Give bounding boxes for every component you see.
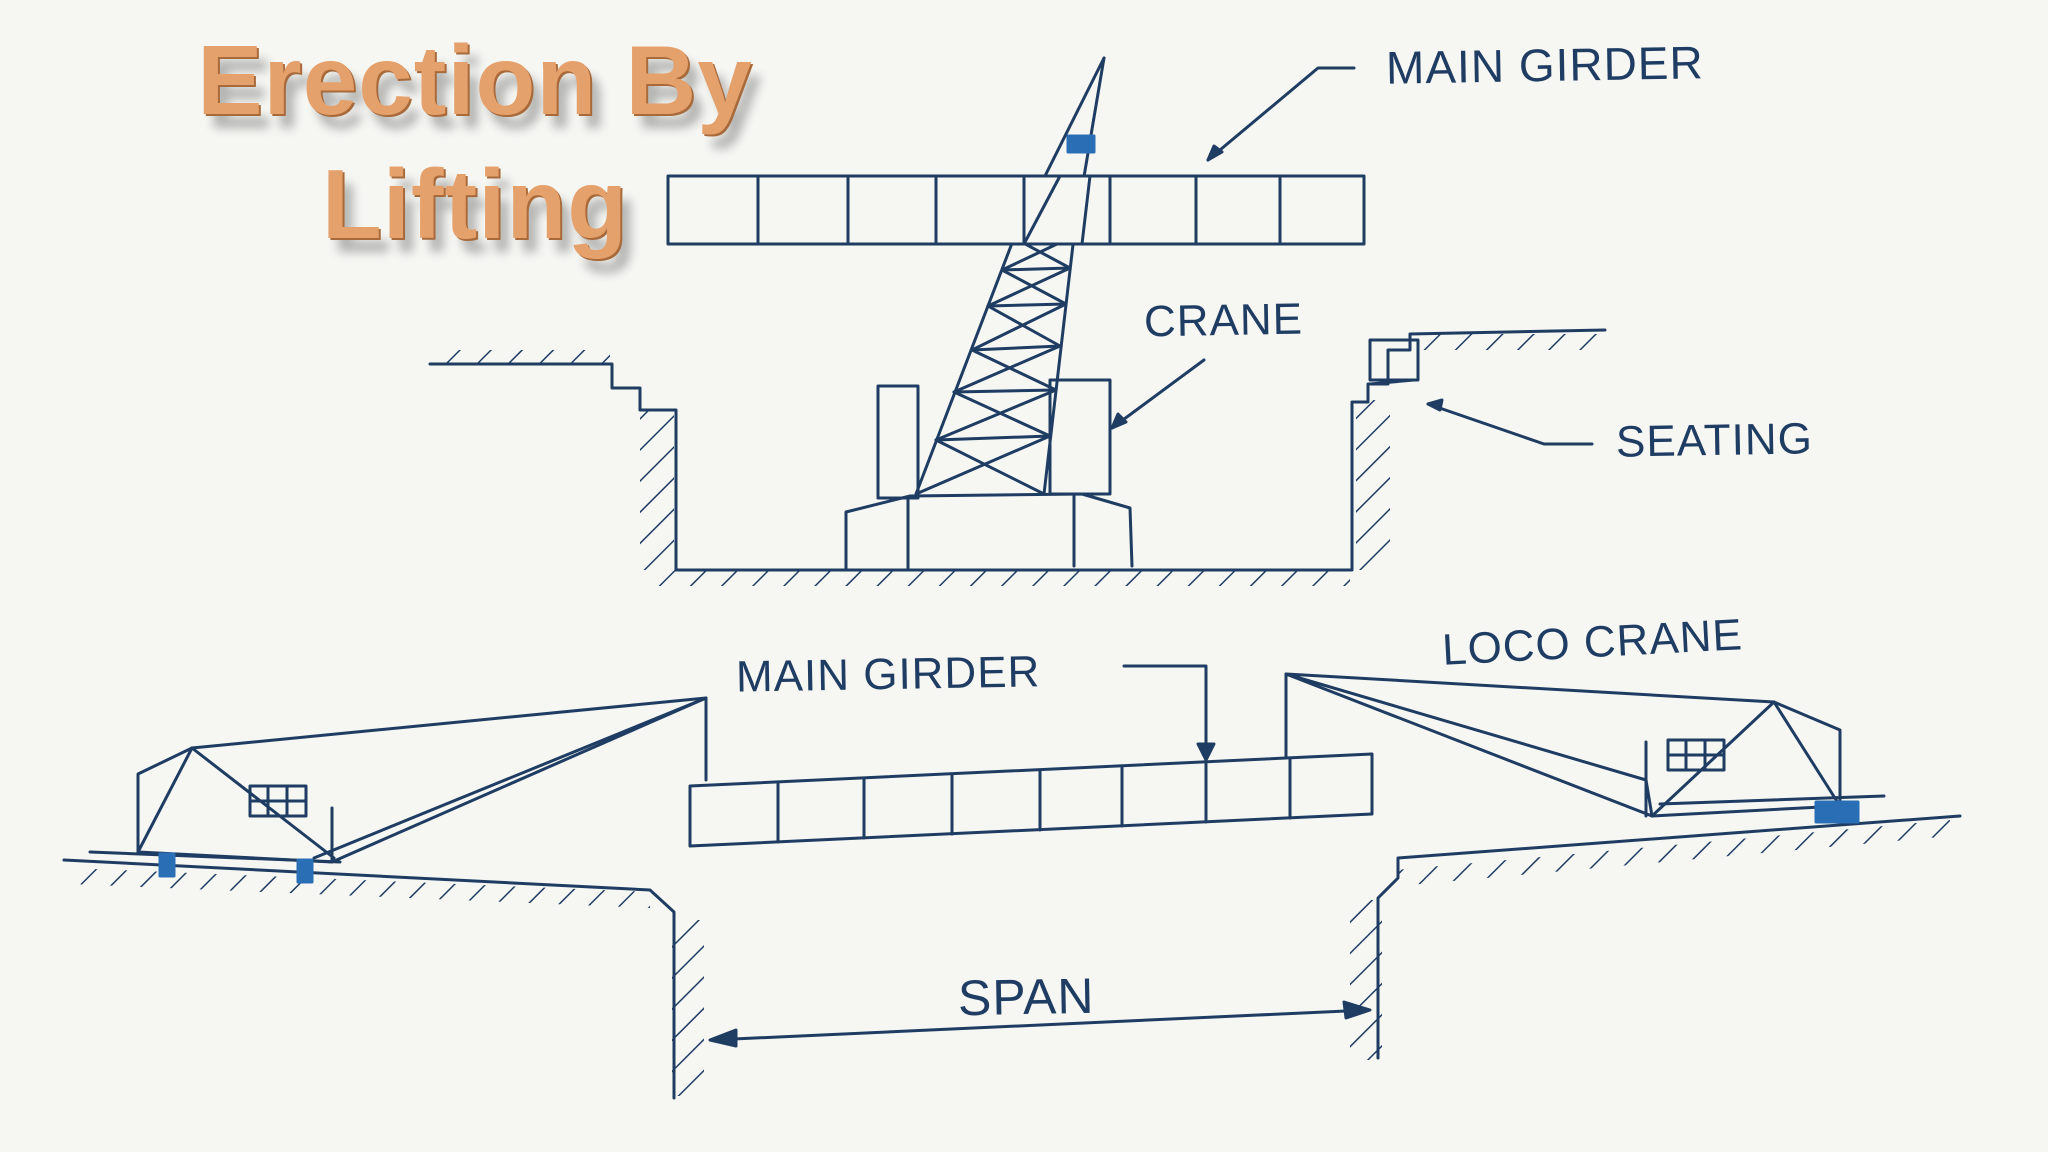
top-leader-lines xyxy=(1110,66,1594,446)
top-main-girder xyxy=(666,174,1366,246)
left-loco-crane xyxy=(136,696,708,884)
top-seating-block xyxy=(1368,338,1420,382)
title-line-2: Lifting xyxy=(321,149,629,259)
span-dimension-arrow xyxy=(708,1000,1372,1048)
label-seating: SEATING xyxy=(1615,414,1814,467)
top-crane-boom-front xyxy=(1022,174,1092,246)
label-span: SPAN xyxy=(957,967,1095,1027)
top-pit xyxy=(428,328,1607,586)
label-bottom-main-girder: MAIN GIRDER xyxy=(735,647,1041,702)
top-crane-boom xyxy=(914,56,1106,496)
label-top-main-girder: MAIN GIRDER xyxy=(1385,36,1705,94)
right-loco-crane xyxy=(1284,672,1860,824)
slide-title: Erection By Lifting xyxy=(150,18,800,266)
bottom-right-bank xyxy=(1350,794,1962,1060)
title-line-1: Erection By xyxy=(197,25,753,135)
bottom-main-girder xyxy=(688,752,1374,848)
bottom-left-bank xyxy=(62,850,704,1100)
bottom-leader-line xyxy=(1122,664,1216,762)
label-crane: CRANE xyxy=(1143,294,1304,347)
